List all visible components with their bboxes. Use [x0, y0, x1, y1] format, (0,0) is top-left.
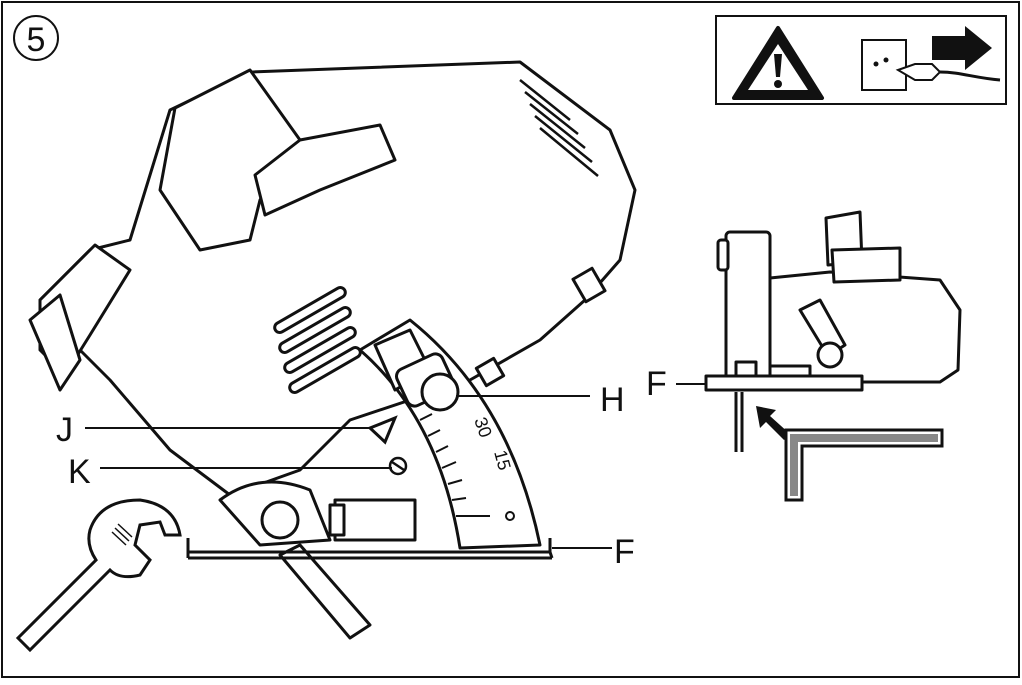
pointer-arrow-icon — [756, 406, 790, 440]
label-j: J — [56, 411, 73, 449]
adjusting-screw — [388, 456, 408, 476]
unplug-from-socket-icon — [861, 26, 1001, 91]
angle-indicator — [367, 415, 398, 445]
bevel-scale — [419, 413, 515, 521]
label-f-small: F — [646, 365, 667, 403]
wrench-icon — [15, 498, 182, 653]
label-f-base: F — [614, 533, 635, 571]
base-plate — [186, 538, 554, 560]
label-h: H — [600, 381, 625, 419]
warning-panel — [715, 15, 1007, 105]
bevel-lock-knob — [395, 352, 460, 412]
label-k: K — [68, 453, 91, 491]
figure-number-badge: 5 — [13, 15, 59, 61]
leader-lines — [85, 383, 706, 549]
circular-saw-side-view — [704, 210, 962, 452]
warning-triangle-icon — [732, 26, 824, 100]
set-square-icon — [784, 428, 944, 502]
circular-saw-tilted — [28, 60, 637, 640]
figure-number: 5 — [27, 21, 46, 59]
